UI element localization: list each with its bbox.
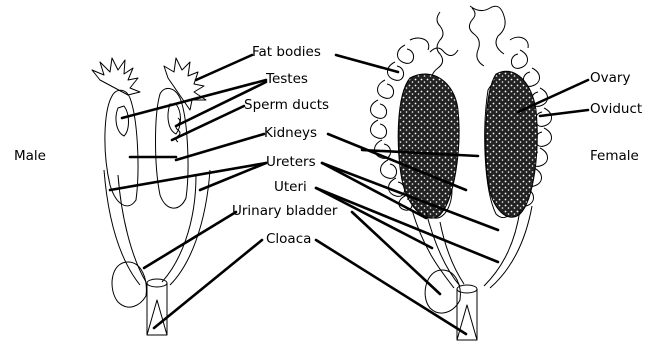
leader-fat-bodies-female [336, 55, 398, 72]
male-testis-left [116, 106, 129, 136]
leader-cloaca-female [316, 240, 466, 334]
leader-oviduct [540, 110, 588, 116]
label-female: Female [590, 148, 639, 164]
female-duct-right-a [484, 210, 520, 286]
label-ureters: Ureters [266, 154, 316, 170]
label-kidneys: Kidneys [264, 125, 317, 141]
label-urinary-bladder: Urinary bladder [232, 203, 337, 219]
label-sperm-ducts: Sperm ducts [244, 97, 329, 113]
label-uteri: Uteri [274, 179, 307, 195]
label-male: Male [14, 148, 46, 164]
male-ureter-right-a [162, 175, 196, 282]
male-fat-body-left [92, 58, 140, 95]
male-kidney-right [156, 88, 189, 208]
female-urinary-bladder [425, 270, 460, 313]
female-fat-body-right-wave [469, 8, 484, 66]
female-fat-body-left-wave [432, 12, 443, 82]
female-duct-left-a [412, 210, 454, 288]
leader-bladder-female [352, 212, 440, 294]
leader-fat-bodies-male [196, 55, 252, 80]
female-duct-right-b [490, 206, 532, 288]
label-oviduct: Oviduct [590, 101, 642, 117]
male-cloaca-top [147, 279, 167, 287]
leader-bladder-male [144, 212, 236, 268]
male-ureter-left-b [118, 175, 146, 282]
female-ovary-right [486, 71, 538, 217]
label-testes: Testes [266, 71, 308, 87]
leader-kidneys-male [176, 134, 264, 160]
label-cloaca: Cloaca [266, 231, 311, 247]
label-fat-bodies: Fat bodies [252, 44, 321, 60]
label-ovary: Ovary [590, 70, 630, 86]
